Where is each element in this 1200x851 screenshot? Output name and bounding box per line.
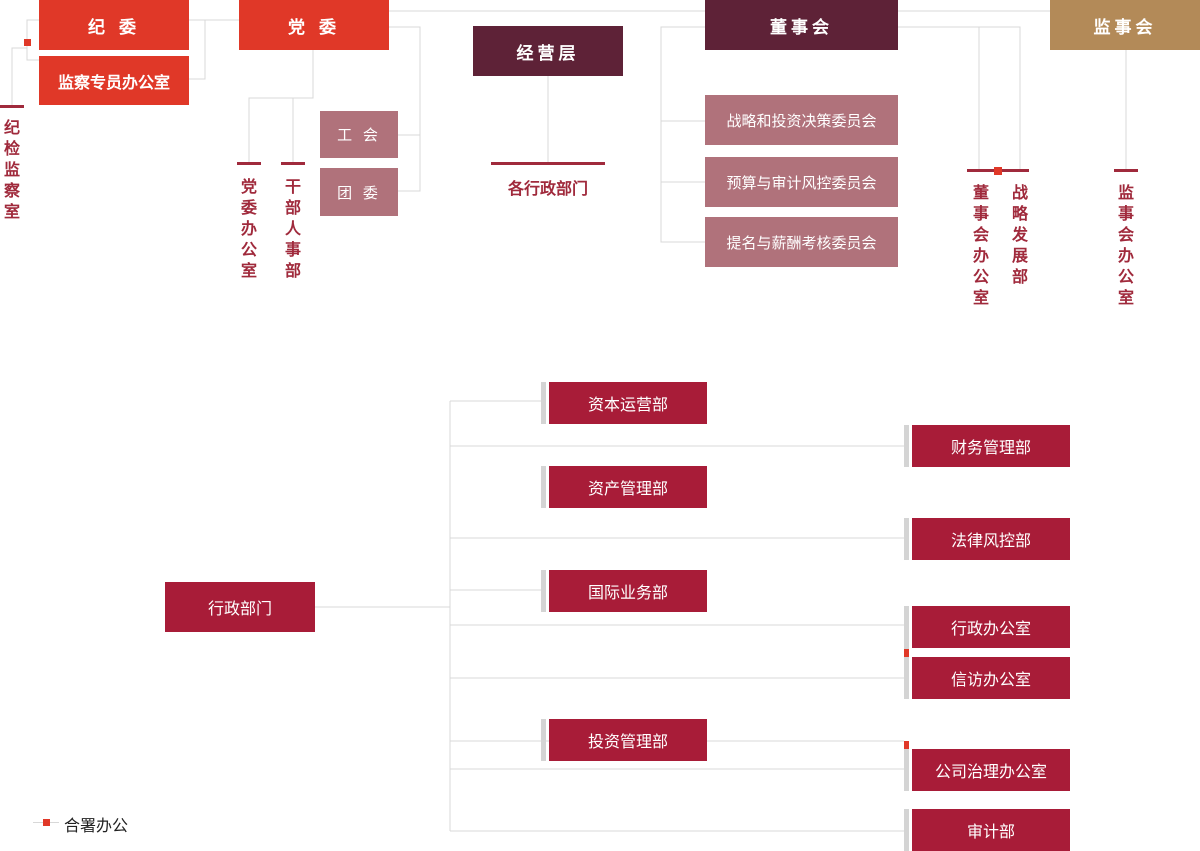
node-tab: [541, 382, 546, 424]
finance-box: 财务管理部: [912, 425, 1070, 467]
investment-mgmt-box: 投资管理部: [549, 719, 707, 761]
management-box: 经营层: [473, 26, 623, 76]
joint-office-marker: [994, 167, 1002, 175]
international-label: 国际业务部: [587, 583, 668, 602]
international-box: 国际业务部: [549, 570, 707, 612]
jiwei-box: 纪 委: [39, 0, 189, 50]
board-label: 董事会: [770, 17, 833, 38]
joint-office-marker: [904, 741, 909, 749]
node-tab: [904, 809, 909, 851]
node-tab: [904, 425, 909, 467]
capital-ops-label: 资本运营部: [587, 395, 668, 414]
admin-office-box: 行政办公室: [912, 606, 1070, 648]
asset-mgmt-box: 资产管理部: [549, 466, 707, 508]
finance-label: 财务管理部: [950, 438, 1031, 457]
strategy-dept-label: 战略发展部: [1011, 183, 1028, 286]
dangwei-label: 党 委: [288, 17, 340, 38]
legal-risk-box: 法律风控部: [912, 518, 1070, 560]
jiwei-label: 纪 委: [88, 17, 140, 38]
legend-label: 合署办公: [64, 816, 129, 835]
supervisory-office-label: 监事会办公室: [1117, 183, 1134, 307]
gonghui-box: 工 会: [320, 111, 398, 158]
committee-nomination-label: 提名与薪酬考核委员会: [726, 233, 877, 252]
board-box: 董事会: [705, 0, 898, 50]
committee-budget-label: 预算与审计风控委员会: [726, 173, 877, 192]
petition-office-label: 信访办公室: [950, 670, 1031, 689]
admin-depts-label: 各行政部门: [507, 179, 588, 198]
petition-office-box: 信访办公室: [912, 657, 1070, 699]
node-tab: [541, 570, 546, 612]
admin-depts-bar: [491, 162, 605, 165]
node-tab: [904, 518, 909, 560]
asset-mgmt-label: 资产管理部: [587, 479, 668, 498]
cadre-dept-bar: [281, 162, 305, 165]
dangwei-office-label: 党委办公室: [240, 177, 257, 280]
root-admin-dept-box: 行政部门: [165, 582, 315, 632]
root-admin-dept-label: 行政部门: [207, 599, 272, 618]
management-label: 经营层: [516, 43, 580, 64]
supervisory-box: 监事会: [1050, 0, 1200, 50]
dangwei-box: 党 委: [239, 0, 389, 50]
legend-marker: [43, 819, 50, 826]
jiancha-office-label: 监察专员办公室: [57, 72, 170, 92]
joint-office-marker: [24, 39, 31, 46]
legal-risk-label: 法律风控部: [950, 531, 1031, 550]
node-tab: [904, 741, 909, 791]
audit-box: 审计部: [912, 809, 1070, 851]
tuanwei-box: 团 委: [320, 168, 398, 216]
jijian-room-label: 纪检监察室: [3, 118, 20, 221]
capital-ops-box: 资本运营部: [549, 382, 707, 424]
investment-mgmt-label: 投资管理部: [587, 732, 668, 751]
supervisory-label: 监事会: [1093, 17, 1157, 38]
dangwei-office-bar: [237, 162, 261, 165]
gonghui-label: 工 会: [337, 126, 381, 144]
node-tab: [541, 466, 546, 508]
jiancha-office-box: 监察专员办公室: [39, 56, 189, 105]
cadre-dept-label: 干部人事部: [284, 177, 301, 280]
audit-label: 审计部: [966, 822, 1015, 841]
committee-nomination-box: 提名与薪酬考核委员会: [705, 217, 898, 267]
committee-budget-box: 预算与审计风控委员会: [705, 157, 898, 207]
joint-office-marker: [904, 649, 909, 657]
supervisory-office-bar: [1114, 169, 1138, 172]
committee-strategy-box: 战略和投资决策委员会: [705, 95, 898, 145]
governance-office-box: 公司治理办公室: [912, 749, 1070, 791]
committee-strategy-label: 战略和投资决策委员会: [726, 111, 877, 130]
governance-office-label: 公司治理办公室: [934, 762, 1047, 781]
node-tab: [541, 719, 546, 761]
admin-office-label: 行政办公室: [950, 619, 1031, 638]
tuanwei-label: 团 委: [337, 183, 381, 202]
jijian-room-bar: [0, 105, 24, 108]
board-office-label: 董事会办公室: [972, 183, 989, 307]
